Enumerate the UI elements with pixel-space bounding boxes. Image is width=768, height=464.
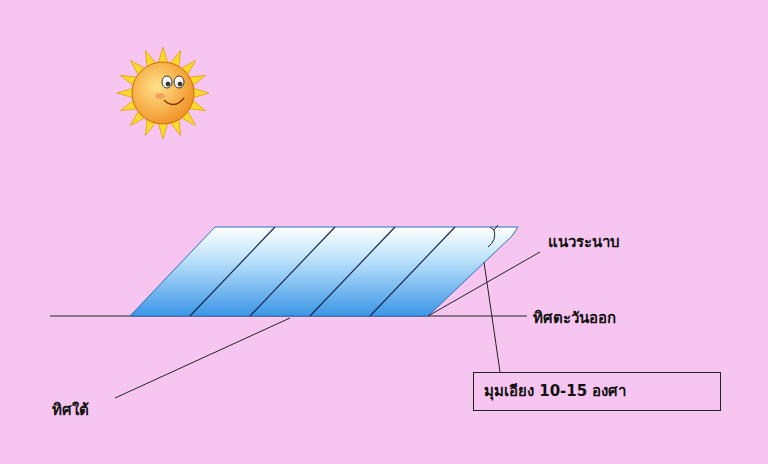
leader-line	[115, 318, 290, 398]
direction-label: ทิศตะวันออก	[533, 306, 616, 330]
direction-label: ทิศใต้	[52, 398, 89, 422]
panel-strips	[190, 227, 455, 316]
callout-box: มุมเอียง 10-15 องศา	[473, 372, 721, 411]
sun-ray	[158, 47, 168, 63]
sun-face	[155, 76, 184, 105]
sun-ray	[193, 88, 209, 98]
sun	[132, 62, 194, 124]
plane-label: แนวระนาบ	[548, 230, 620, 254]
sun-ray	[117, 88, 133, 98]
angle-arc	[488, 230, 495, 247]
leader-line	[484, 262, 500, 372]
solar-panel	[130, 227, 518, 316]
angle-arrow	[490, 225, 498, 230]
sun-ray	[158, 123, 168, 139]
horizontal-plane-line	[428, 252, 540, 316]
callout-text: มุมเอียง 10-15 องศา	[484, 379, 710, 403]
sun-rays	[117, 47, 209, 139]
